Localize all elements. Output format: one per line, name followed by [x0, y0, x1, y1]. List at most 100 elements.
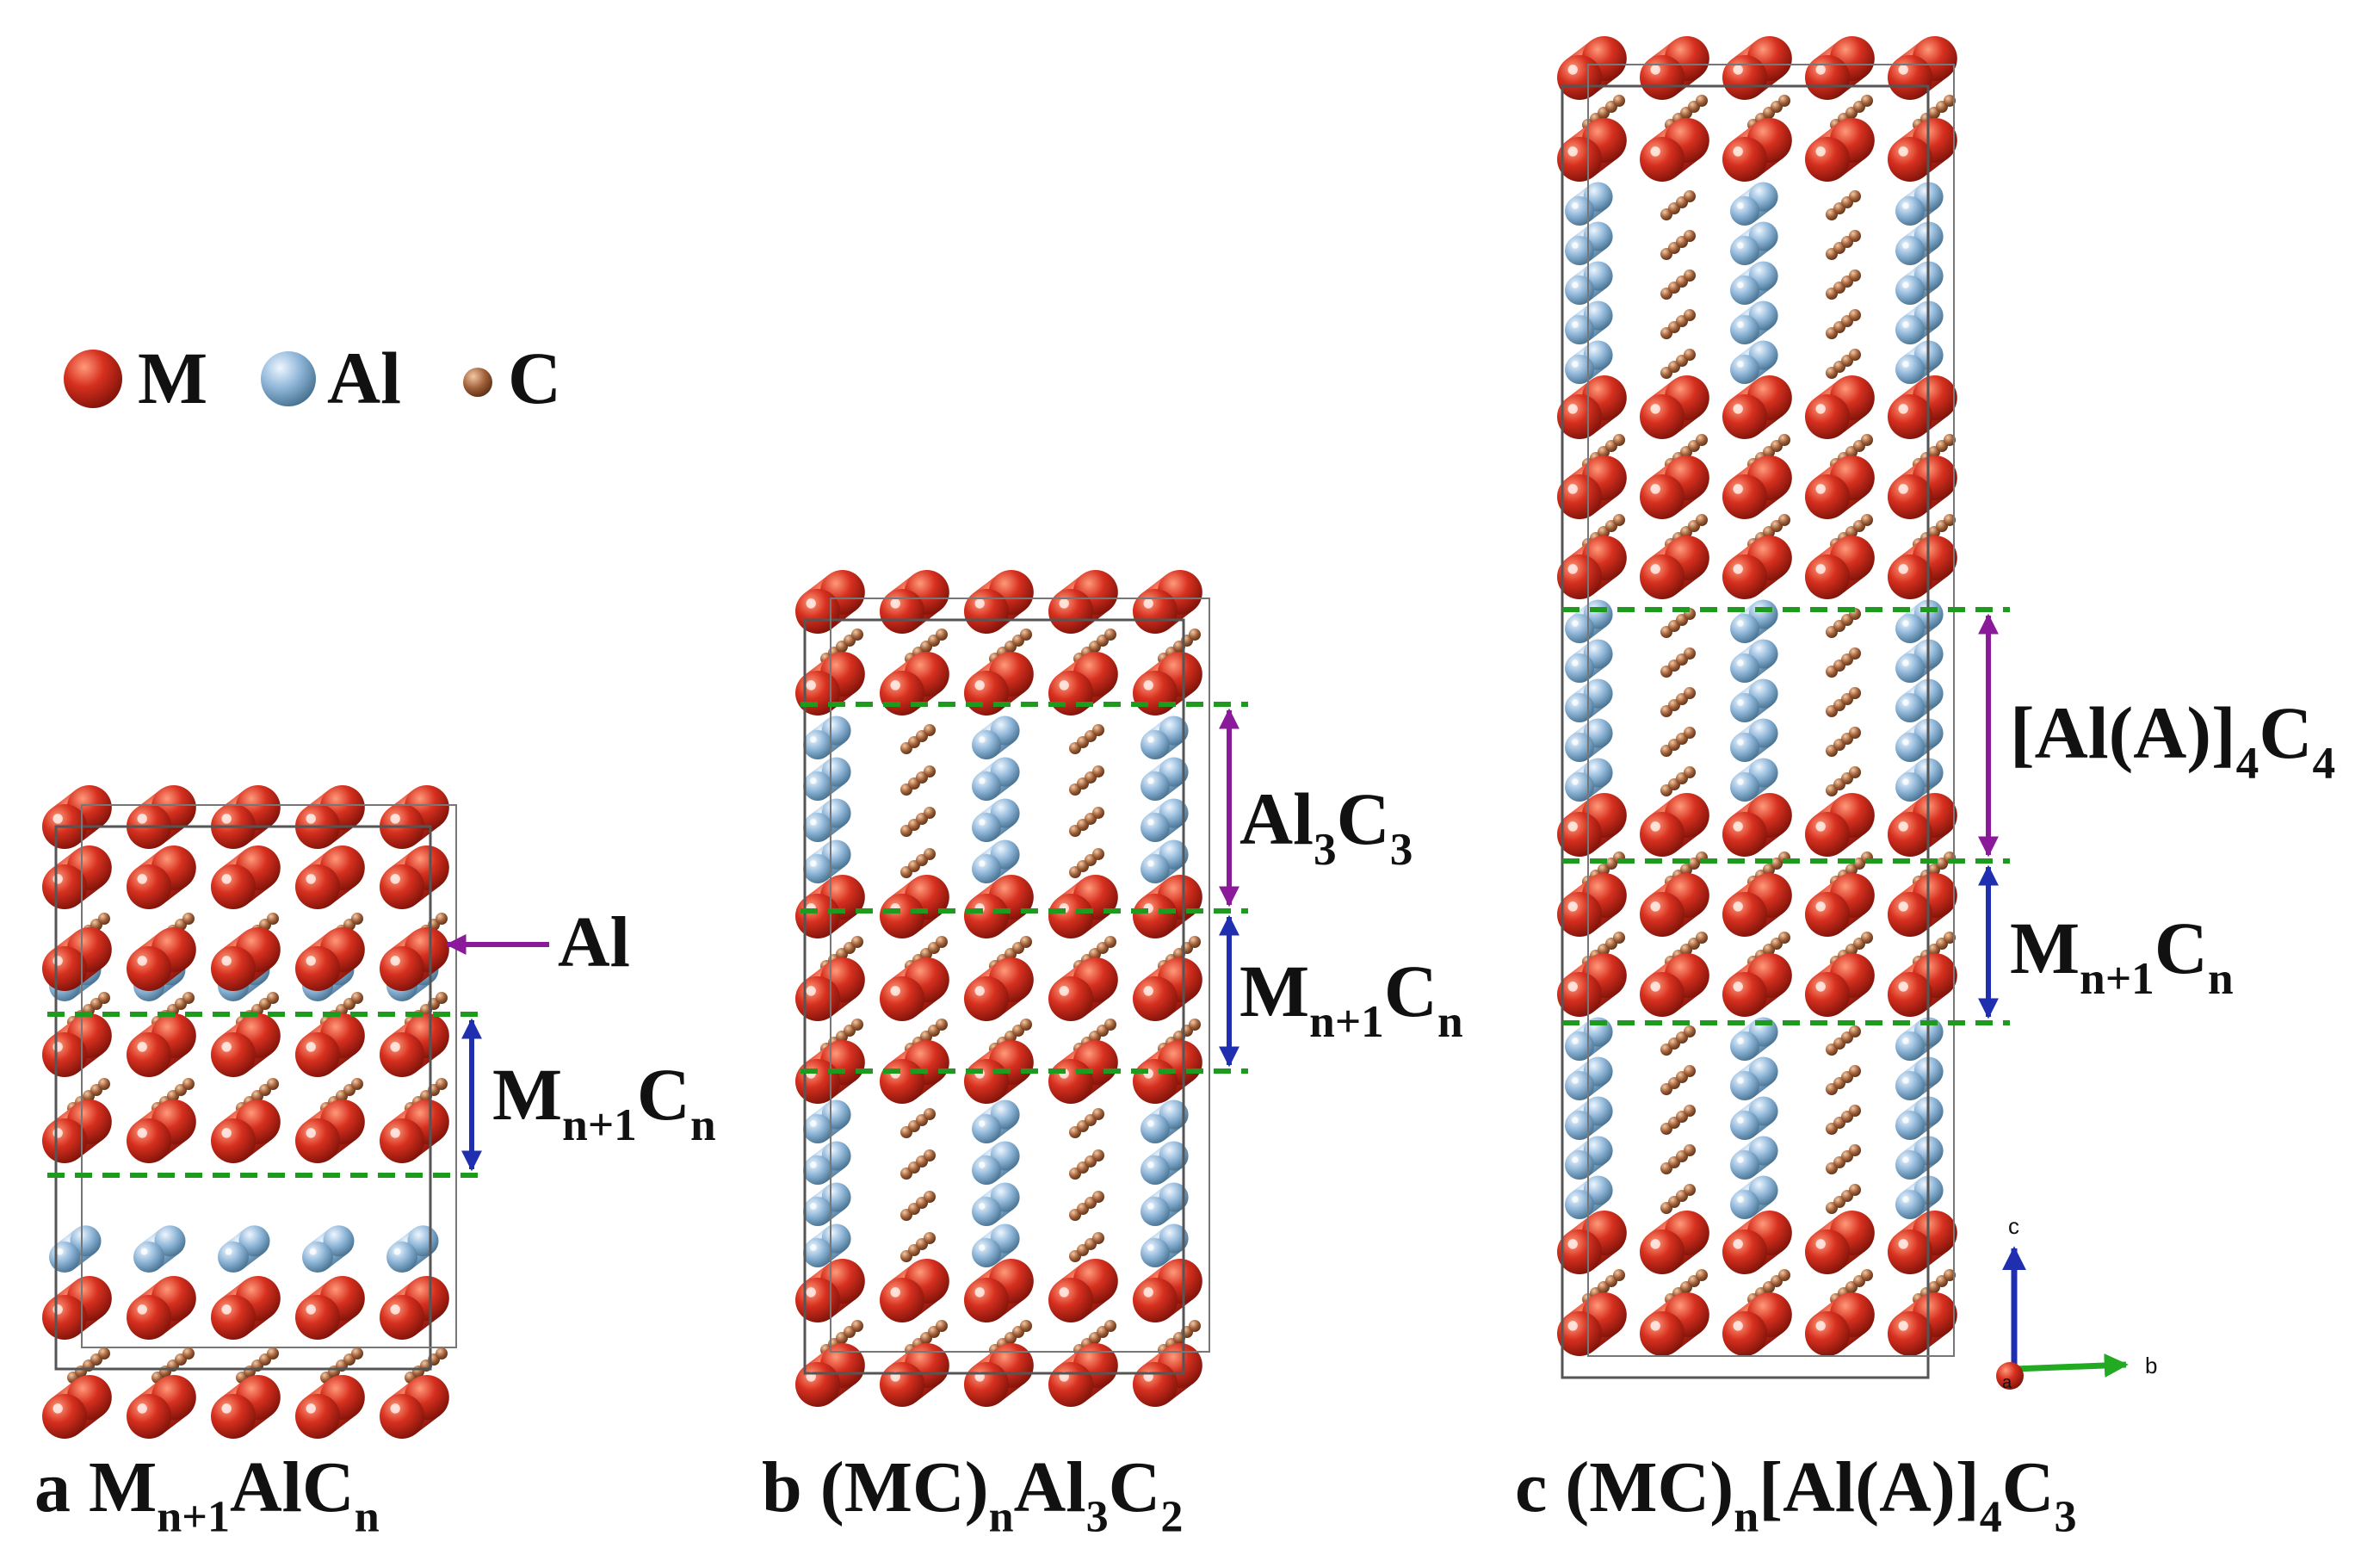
metal-atom-column	[1640, 1211, 1709, 1274]
aluminum-atom-column	[1730, 340, 1778, 384]
carbon-chain	[1660, 190, 1696, 220]
aluminum-atom-column	[1895, 678, 1944, 722]
aluminum-atom-column	[1895, 182, 1944, 226]
carbon-chain	[1826, 1184, 1861, 1214]
carbon-chain	[1660, 269, 1696, 300]
aluminum-atom-column	[972, 798, 1020, 842]
metal-atom-column	[1722, 793, 1792, 857]
metal-atom-column	[1805, 793, 1875, 857]
carbon-chain	[1660, 1144, 1696, 1174]
carbon-chain	[1826, 647, 1861, 678]
metal-atom-column	[1888, 793, 1957, 857]
aluminum-atom-column	[1730, 1175, 1778, 1219]
metal-atom-column	[1640, 36, 1709, 100]
carbon-chain	[1660, 230, 1696, 260]
aluminum-atom-column	[1895, 300, 1944, 344]
crystal-axes-indicator: c b a	[1996, 1213, 2157, 1392]
carbon-chain	[900, 807, 936, 837]
aluminum-atom-icon	[261, 351, 316, 406]
aluminum-atom-column	[972, 1141, 1020, 1185]
carbon-chain	[1069, 765, 1104, 796]
carbon-chain	[1826, 766, 1861, 796]
metal-atom-column	[1640, 455, 1709, 519]
carbon-chain	[1660, 687, 1696, 717]
metal-atom-column	[880, 875, 949, 938]
carbon-chain	[1069, 1149, 1104, 1180]
aluminum-atom-column	[1895, 639, 1944, 683]
metal-atom-column	[1722, 873, 1792, 937]
metal-atom-column	[1805, 1211, 1875, 1274]
metal-atom-column	[1133, 570, 1202, 634]
metal-atom-column	[127, 785, 196, 849]
carbon-chain	[1826, 608, 1861, 638]
metal-atom-column	[964, 1343, 1034, 1407]
metal-atom-column	[1557, 36, 1627, 100]
metal-atom-column	[1805, 118, 1875, 182]
metal-atom-column	[1888, 953, 1957, 1017]
aluminum-atom-column	[803, 1141, 851, 1185]
aluminum-atom-column	[1141, 798, 1189, 842]
metal-atom-column	[1888, 118, 1957, 182]
aluminum-atom-column	[1730, 1096, 1778, 1140]
metal-atom-column	[295, 785, 365, 849]
aluminum-atom-column	[972, 1223, 1020, 1267]
aluminum-atom-column	[1141, 1223, 1189, 1267]
aluminum-atom-column	[1895, 718, 1944, 762]
metal-atom-column	[295, 845, 365, 909]
metal-atom-column	[127, 845, 196, 909]
caption-c: c (MC)n[Al(A)]4C3	[1515, 1447, 2077, 1542]
carbon-chain	[1826, 190, 1861, 220]
caption-a: a Mn+1AlCn	[34, 1447, 380, 1542]
carbon-chain	[1660, 349, 1696, 379]
metal-atom-column	[1557, 793, 1627, 857]
mxene-layer-label-c: Mn+1Cn	[2010, 907, 2234, 1004]
metal-atom-column	[1805, 953, 1875, 1017]
metal-atom-column	[964, 875, 1034, 938]
unit-cell-frame	[54, 825, 432, 1371]
legend-item-m: M	[64, 337, 207, 419]
aluminum-atom-column	[1895, 1136, 1944, 1180]
aluminum-atom-column	[1141, 757, 1189, 801]
metal-atom-column	[1888, 1292, 1957, 1356]
carbon-chain	[900, 1191, 936, 1221]
aluminum-atom-column	[803, 757, 851, 801]
metal-atom-column	[880, 1259, 949, 1322]
metal-atom-column	[1640, 793, 1709, 857]
aluminum-atom-column	[1141, 1141, 1189, 1185]
aluminum-atom-column	[1565, 221, 1613, 265]
carbon-chain	[900, 1108, 936, 1138]
carbon-chain	[1660, 727, 1696, 757]
aluminum-atom-column	[1141, 1099, 1189, 1143]
aluminum-atom-column	[1895, 1056, 1944, 1100]
metal-atom-column	[211, 845, 281, 909]
metal-atom-column	[880, 957, 949, 1021]
metal-atom-column	[211, 1276, 281, 1340]
metal-atom-column	[42, 1375, 112, 1439]
carbon-chain	[1660, 766, 1696, 796]
metal-atom-column	[1557, 118, 1627, 182]
carbon-chain	[1069, 848, 1104, 878]
metal-atom-column	[127, 1099, 196, 1163]
carbon-chain	[900, 1149, 936, 1180]
structure-panel-b	[795, 570, 1210, 1407]
aluminum-atom-column	[972, 715, 1020, 759]
metal-atom-column	[380, 927, 449, 991]
metal-atom-column	[1048, 1259, 1118, 1322]
aluminum-atom-column	[1730, 261, 1778, 305]
legend-label-m: M	[138, 337, 207, 419]
metal-atom-column	[1805, 455, 1875, 519]
metal-atom-column	[127, 1276, 196, 1340]
carbon-chain	[1830, 95, 1873, 131]
aluminum-atom-column	[1895, 599, 1944, 643]
metal-atom-column	[1722, 953, 1792, 1017]
aluminum-atom-column	[1730, 758, 1778, 802]
aluminum-atom-column	[133, 1225, 186, 1273]
aluminum-atom-column	[1730, 182, 1778, 226]
carbon-chain	[1069, 724, 1104, 754]
metal-atom-column	[295, 1276, 365, 1340]
metal-atom-column	[1888, 36, 1957, 100]
alac-layer-label: [Al(A)]4C4	[2010, 691, 2335, 789]
carbon-chain	[1660, 1025, 1696, 1056]
metal-atom-column	[1557, 1292, 1627, 1356]
